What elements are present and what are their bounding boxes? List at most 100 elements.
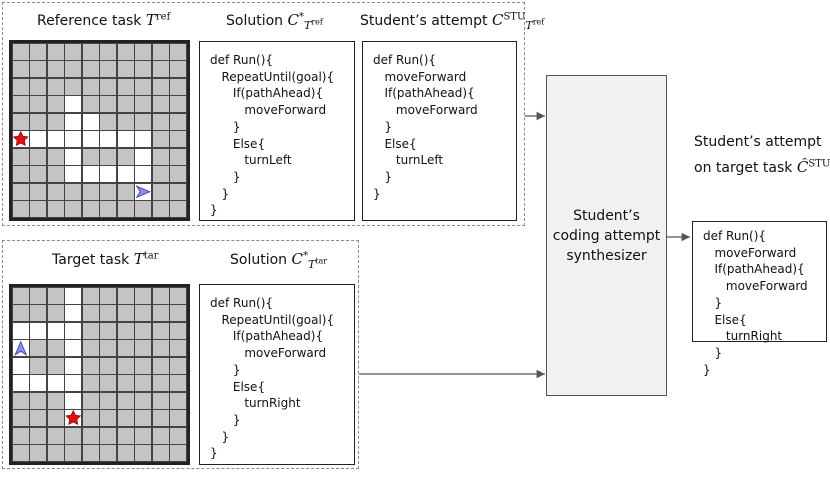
target-solution-code-box: def Run(){ RepeatUntil(goal){ If(pathAhe… xyxy=(199,284,355,465)
target-grid-cell xyxy=(152,305,169,322)
reference-grid-cell xyxy=(65,78,82,95)
target-grid-cell xyxy=(170,427,187,444)
reference-grid-cell xyxy=(30,131,47,148)
reference-grid-cell xyxy=(135,113,152,130)
target-grid-cell xyxy=(47,445,64,462)
reference-solution-title-text: Solution xyxy=(226,13,288,29)
reference-student-code-line: Else{ xyxy=(373,136,417,151)
reference-grid-cell xyxy=(47,61,64,78)
reference-grid-cell xyxy=(117,166,134,183)
target-grid-cell xyxy=(117,410,134,427)
target-solution-code-line: } xyxy=(210,362,241,377)
goal-star-icon xyxy=(65,409,82,426)
output-student-code-line: def Run(){ xyxy=(703,229,767,243)
reference-grid-cell xyxy=(47,131,64,148)
target-grid-cell xyxy=(65,305,82,322)
reference-task-region xyxy=(2,2,525,226)
target-grid-cell xyxy=(170,357,187,374)
reference-grid-cell xyxy=(135,61,152,78)
reference-grid-cell xyxy=(117,61,134,78)
target-grid-cell xyxy=(100,322,117,339)
target-grid-cell xyxy=(152,340,169,357)
reference-student-code-line: } xyxy=(373,119,393,134)
target-grid-cell xyxy=(12,322,29,339)
target-grid-cell xyxy=(47,392,64,409)
reference-solution-code-line: } xyxy=(210,119,241,134)
target-grid-cell xyxy=(82,410,99,427)
reference-grid-cell xyxy=(82,183,99,200)
target-grid-cell xyxy=(170,322,187,339)
reference-grid-cell xyxy=(12,183,29,200)
target-solution-code-line: RepeatUntil(goal){ xyxy=(210,312,335,327)
reference-grid-cell xyxy=(100,201,117,218)
goal-star-icon xyxy=(12,130,29,147)
reference-solution-code-line: turnLeft xyxy=(210,153,292,168)
target-grid-cell xyxy=(117,375,134,392)
reference-grid-cell xyxy=(100,78,117,95)
target-grid-cell xyxy=(12,305,29,322)
reference-student-code-line: } xyxy=(373,186,381,201)
target-grid-cell xyxy=(170,410,187,427)
reference-grid-cell xyxy=(170,183,187,200)
reference-solution-code-line: moveForward xyxy=(210,103,327,118)
reference-grid-cell xyxy=(117,78,134,95)
reference-grid-cell xyxy=(152,96,169,113)
target-grid-cell xyxy=(65,392,82,409)
target-grid-cell xyxy=(135,357,152,374)
reference-solution-title: Solution C*Tref xyxy=(226,11,323,32)
reference-grid-cell xyxy=(12,166,29,183)
target-grid-cell xyxy=(135,445,152,462)
reference-grid-cell xyxy=(30,201,47,218)
target-grid-cell xyxy=(65,322,82,339)
target-grid-cell xyxy=(12,287,29,304)
target-grid-cell xyxy=(82,427,99,444)
target-solution-code-line: If(pathAhead){ xyxy=(210,329,324,344)
reference-grid-markers xyxy=(12,130,151,199)
target-grid-cell xyxy=(82,340,99,357)
reference-grid-cell xyxy=(170,131,187,148)
reference-grid-cell xyxy=(30,183,47,200)
output-student-code-line: } xyxy=(703,362,711,377)
reference-grid-cell xyxy=(12,201,29,218)
target-grid-cell xyxy=(47,305,64,322)
output-title-line-1: Student’s attempt xyxy=(694,134,822,150)
target-grid-cell xyxy=(82,392,99,409)
target-grid-cell xyxy=(152,445,169,462)
target-grid-cell xyxy=(152,322,169,339)
synthesizer-line-1: Student’s xyxy=(573,207,640,224)
output-student-code-line: moveForward xyxy=(703,279,808,294)
reference-grid-cell xyxy=(135,148,152,165)
target-grid-cell xyxy=(100,340,117,357)
target-solution-code-line: } xyxy=(210,412,241,427)
reference-student-title-text: Student’s attempt xyxy=(360,13,492,29)
target-grid-cell xyxy=(152,410,169,427)
output-title-line-2-text: on target task xyxy=(694,160,797,176)
target-grid-cell xyxy=(30,392,47,409)
reference-grid-cell xyxy=(152,201,169,218)
target-task-title: Target task Ttar xyxy=(52,250,158,268)
reference-grid-cell xyxy=(135,96,152,113)
reference-grid-cell xyxy=(12,148,29,165)
reference-grid-cell xyxy=(65,113,82,130)
reference-student-attempt-title: Student’s attempt CSTUTref xyxy=(360,11,544,32)
reference-solution-code-line: Else{ xyxy=(210,136,266,151)
reference-grid-cell xyxy=(65,43,82,60)
reference-student-code-line: If(pathAhead){ xyxy=(373,86,475,101)
target-grid-cell xyxy=(170,305,187,322)
target-grid-cell xyxy=(82,445,99,462)
reference-grid-cell xyxy=(117,113,134,130)
target-grid-cell xyxy=(47,410,64,427)
reference-grid-cell xyxy=(12,96,29,113)
output-student-code-line: moveForward xyxy=(703,245,797,260)
avatar-arrow-icon xyxy=(14,340,28,356)
target-grid-cell xyxy=(65,357,82,374)
reference-grid-cell xyxy=(82,61,99,78)
target-grid-cell xyxy=(65,427,82,444)
reference-grid-cell xyxy=(100,131,117,148)
output-student-code-line: } xyxy=(703,295,723,310)
target-grid-cell xyxy=(135,322,152,339)
target-solution-code-line: turnRight xyxy=(210,396,301,411)
target-grid-cell xyxy=(170,340,187,357)
target-grid-cell xyxy=(47,375,64,392)
target-grid-cell xyxy=(47,340,64,357)
